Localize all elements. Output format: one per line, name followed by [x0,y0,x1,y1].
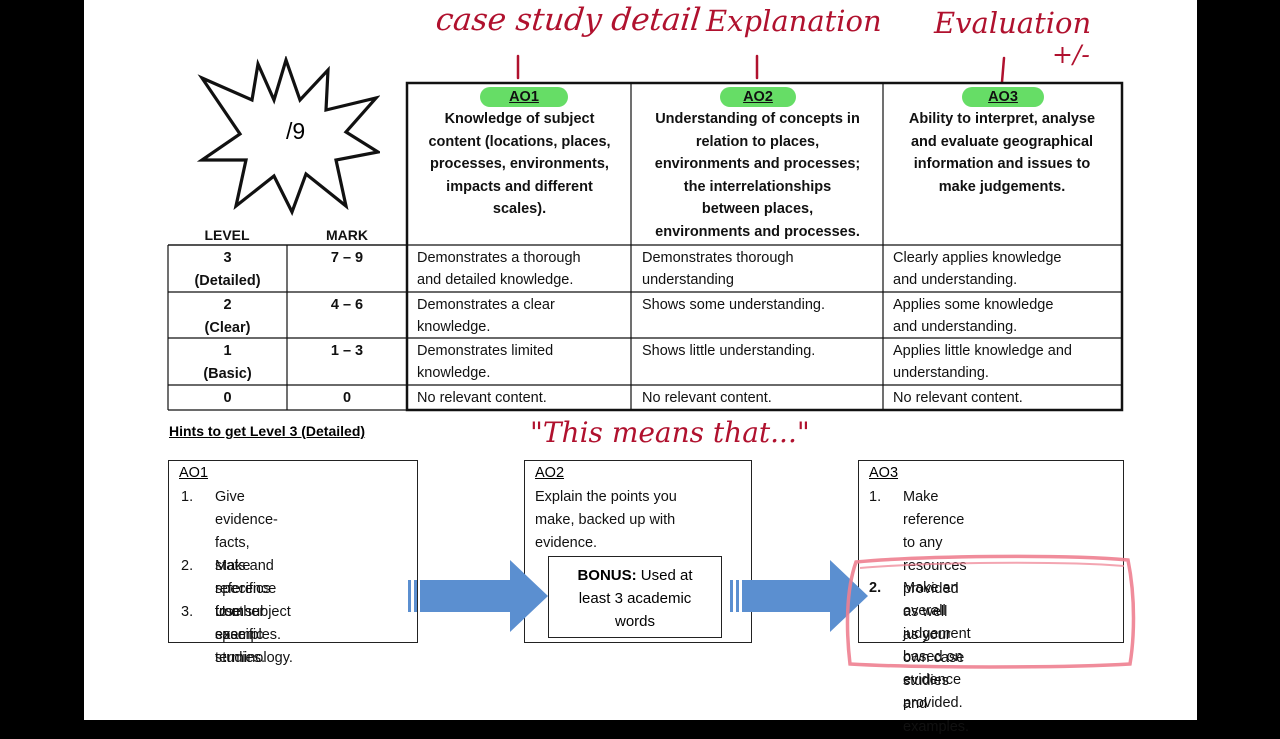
mark-scheme-grid [167,81,1124,412]
hints-heading: Hints to get Level 3 (Detailed) [169,423,366,439]
ao3-description: Ability to interpret, analyse and evalua… [908,111,1096,195]
ao2-level-1-text: Shows little understanding. [642,343,816,359]
ao3-code: AO3 [988,89,1018,105]
ao1-level-0-text: No relevant content. [417,390,547,406]
level-header: LEVEL [204,227,250,243]
level-0-cell: 0 [223,390,232,406]
arrow-ao1-to-ao2-icon [408,560,548,632]
highlight-circle [845,554,1136,669]
ao1-hints-title: AO1 [179,465,209,481]
ao3-highlight: AO3 [962,87,1044,107]
bonus-label: BONUS: [577,567,637,584]
mark-header: MARK [326,227,368,243]
annotation-explanation: Explanation [706,4,882,38]
mark-0-cell: 0 [342,390,352,406]
level-3-cell: 3(Detailed) [194,250,261,289]
ao1-hints-box: AO1 1. Give evidence- facts,stats and sp… [168,460,418,666]
ao1-code: AO1 [509,89,539,105]
mark-1-cell: 1 – 3 [330,343,364,359]
ao3-hints-title: AO3 [869,465,899,481]
ao1-description: Knowledge of subject content (locations,… [428,111,611,217]
ao2-code: AO2 [743,89,773,105]
annotation-strokes [516,54,1006,84]
score-out-of-nine: /9 [286,118,306,144]
ao3-level-0-text: No relevant content. [893,390,1023,406]
ao2-level-0-text: No relevant content. [642,390,772,406]
ao2-description: Understanding of concepts in relation to… [654,111,861,240]
ao2-level-2-text: Shows some understanding. [642,297,825,313]
level-1-cell: 1(Basic) [203,343,252,382]
starburst-icon [196,56,380,216]
annotation-plus-minus: +/- [1052,40,1090,69]
ao1-highlight: AO1 [480,87,568,107]
bonus-text-start: Used at [636,567,693,584]
mark-2-cell: 4 – 6 [330,297,364,313]
annotation-evaluation: Evaluation [934,6,1092,40]
annotation-this-means-that: "This means that..." [530,416,810,449]
ao2-highlight: AO2 [720,87,796,107]
bonus-text-line-2: least 3 academic [578,590,692,607]
level-2-cell: 2(Clear) [204,297,251,336]
ao2-hints-title: AO2 [535,465,565,481]
mark-3-cell: 7 – 9 [330,250,364,266]
arrow-ao2-to-ao3-icon [730,560,868,632]
bonus-text-line-3: words [614,613,655,630]
bonus-box: BONUS: Used at least 3 academic words [548,556,722,638]
